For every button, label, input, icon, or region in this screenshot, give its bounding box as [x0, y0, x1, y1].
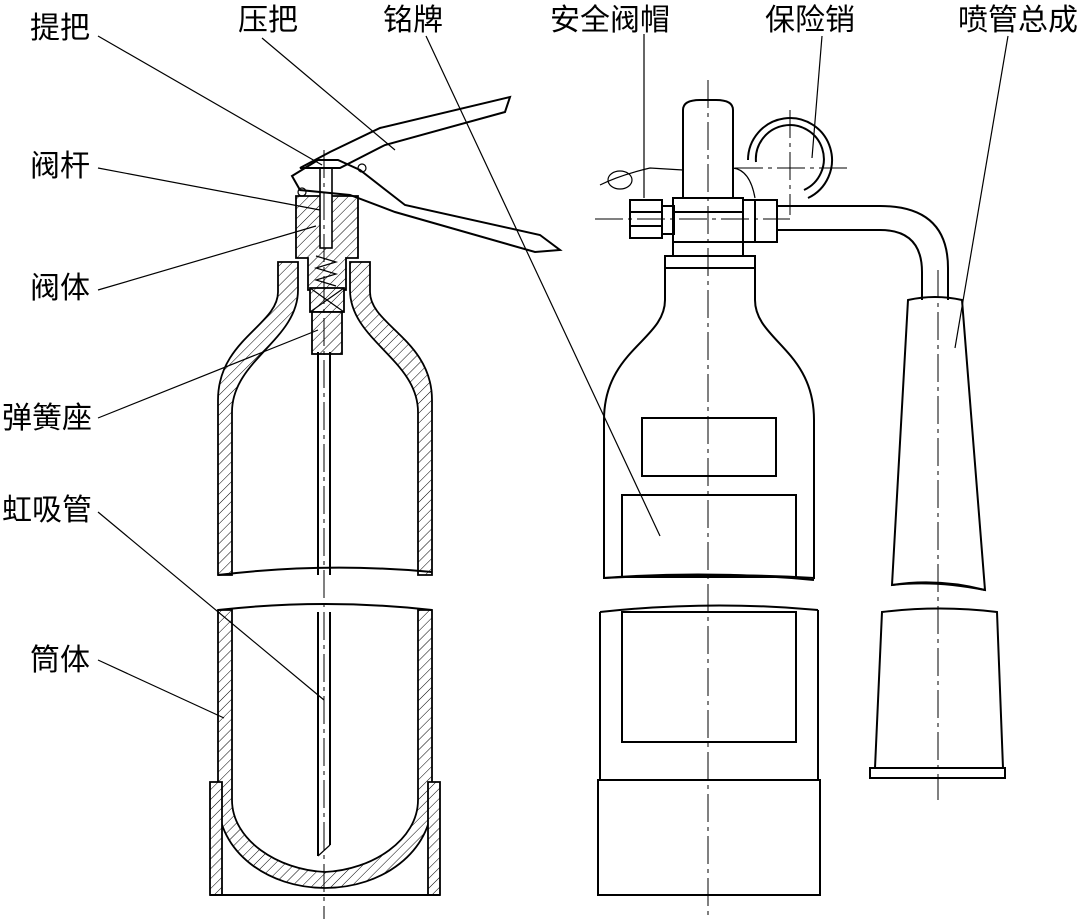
carry-handle — [290, 159, 563, 254]
seal-wire — [599, 167, 684, 186]
label-valve-stem: 阀杆 — [30, 149, 90, 184]
upper-cylinder-break — [217, 566, 433, 576]
lower-cylinder-wall-section — [217, 609, 433, 889]
press-handle — [299, 95, 512, 169]
cylinder-body — [603, 268, 815, 580]
leader-lines — [97, 34, 1009, 719]
sectional-view — [209, 95, 563, 919]
labels: 提把 压把 铭牌 安全阀帽 保险销 喷管总成 阀杆 阀体 弹簧座 虹吸管 筒体 — [2, 3, 1078, 678]
lead-seal — [607, 170, 633, 190]
pivot-pin — [357, 163, 367, 173]
valve-stem — [319, 167, 333, 249]
label-safety-pin: 保险销 — [765, 3, 855, 38]
handle-pivot — [297, 187, 307, 197]
neck-band — [664, 255, 756, 269]
spring — [313, 255, 339, 287]
label-nozzle-assembly: 喷管总成 — [958, 3, 1078, 38]
label-valve-body: 阀体 — [30, 271, 90, 306]
label-nameplate: 铭牌 — [383, 3, 443, 38]
outlet-nut — [742, 199, 778, 243]
nozzle-horn — [869, 270, 1006, 800]
cylinder-break-lower — [599, 604, 819, 613]
nameplate-lower — [621, 611, 797, 743]
label-handle: 提把 — [30, 11, 90, 46]
base-ring-right — [427, 781, 441, 896]
nozzle-pipe — [777, 205, 949, 300]
lower-cylinder-break — [217, 603, 433, 611]
label-safety-cap: 安全阀帽 — [550, 3, 670, 38]
seat-tube-section — [311, 311, 343, 355]
nameplate — [621, 494, 797, 578]
base-ring-left — [209, 781, 223, 896]
horn-lower — [873, 607, 1005, 769]
label-spring-seat: 弹簧座 — [2, 401, 92, 436]
label-plate-top — [641, 417, 777, 477]
upper-cylinder-wall-section — [217, 261, 299, 576]
label-cylinder: 筒体 — [30, 643, 90, 678]
exterior-base — [597, 779, 821, 896]
label-siphon-tube: 虹吸管 — [2, 493, 92, 528]
label-press-handle: 压把 — [238, 3, 298, 38]
upper-cylinder-wall-section-right — [349, 261, 433, 576]
safety-pin-ring — [747, 117, 833, 199]
exterior-view — [595, 80, 949, 919]
